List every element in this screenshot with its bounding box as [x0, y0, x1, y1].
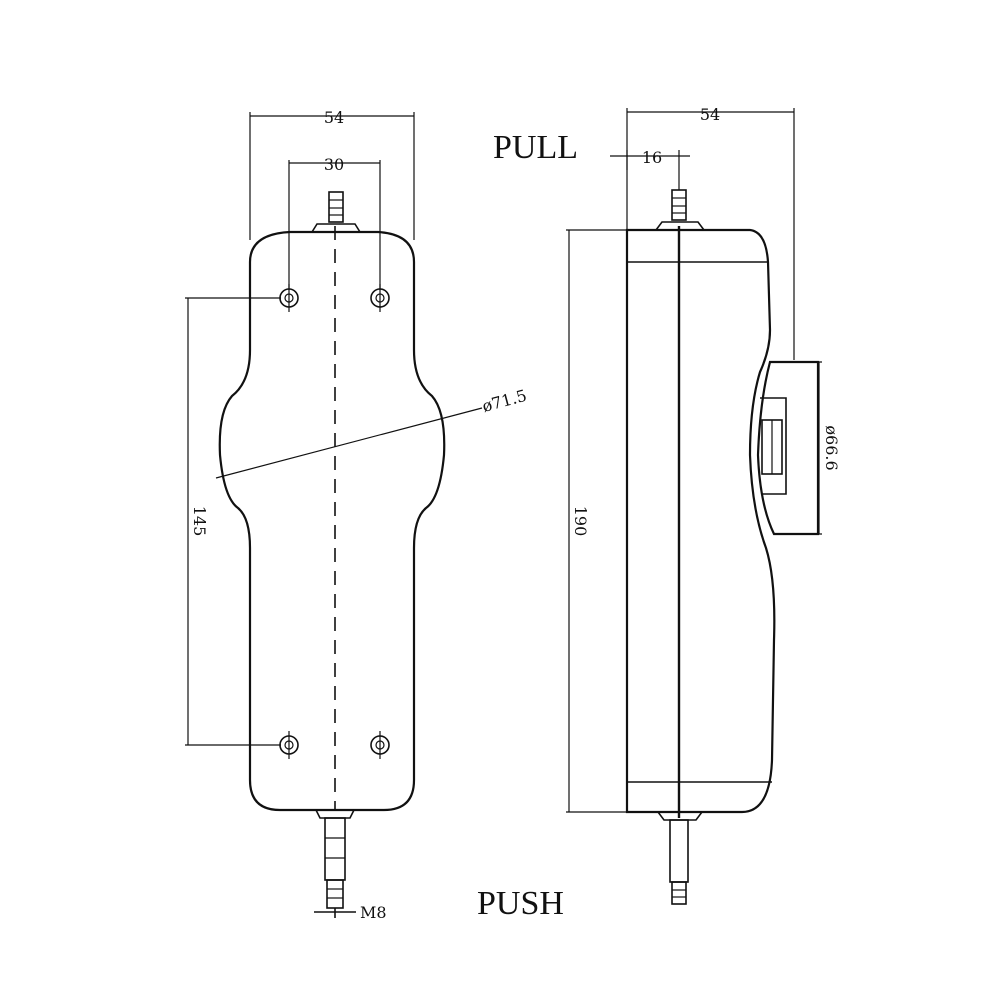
dim-hole-spacing-h: 30	[288, 155, 381, 290]
side-push-rod	[657, 811, 703, 905]
dim-display-diameter: ø66.6	[800, 361, 841, 535]
hole-bottom-right	[370, 731, 390, 759]
pull-label: PULL	[493, 129, 578, 166]
dim-side-width: 54	[626, 105, 795, 360]
dim-display-diameter-label: ø66.6	[822, 425, 841, 470]
dim-shaft-offset-label: 16	[642, 148, 662, 167]
dim-front-width: 54	[249, 108, 415, 240]
side-display-housing	[756, 360, 820, 536]
front-body-outline	[218, 230, 446, 812]
dim-hole-spacing-v-label: 145	[190, 506, 209, 537]
dim-hole-spacing-h-label: 30	[324, 155, 344, 174]
dim-side-width-label: 54	[700, 105, 720, 124]
dim-waist-diameter-label: ø71.5	[480, 386, 529, 416]
front-view: 54 30 145 ø71.5 M8	[185, 108, 529, 922]
side-view: 54 16 190 ø66.6	[566, 105, 841, 905]
dim-side-height-label: 190	[571, 506, 590, 537]
front-top-connector	[311, 191, 361, 233]
side-body-outline	[625, 228, 776, 814]
push-label: PUSH	[477, 885, 564, 922]
dim-side-height: 190	[566, 229, 650, 813]
side-top-connector	[655, 189, 705, 231]
front-push-rod	[314, 809, 356, 918]
dim-front-width-label: 54	[324, 108, 344, 127]
dim-shaft-offset: 16	[610, 148, 690, 190]
dim-thread-label: M8	[360, 903, 387, 922]
dim-hole-spacing-v: 145	[185, 297, 281, 746]
